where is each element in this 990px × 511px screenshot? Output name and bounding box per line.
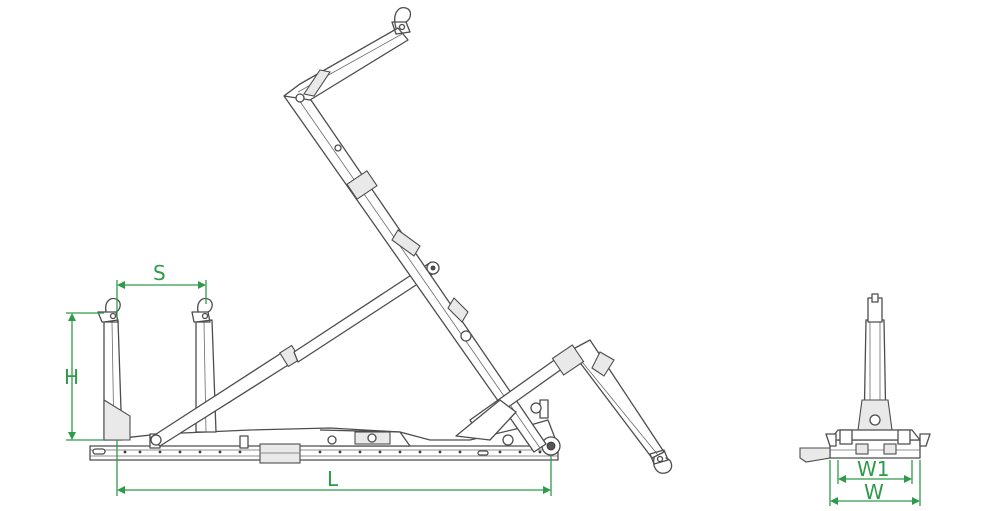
dimension-h: H: [64, 312, 104, 441]
dimension-l-label: L: [327, 467, 339, 491]
lower-arm: [455, 339, 673, 474]
dimension-w1: W1: [837, 457, 913, 484]
raised-arm: [283, 7, 547, 453]
dimension-w1-label: W1: [857, 457, 890, 481]
dimension-s: S: [116, 261, 207, 318]
main-cylinder: [149, 261, 440, 447]
dimension-l: L: [116, 440, 552, 496]
dimension-w-label: W: [864, 480, 884, 504]
side-view: H S L: [64, 7, 673, 496]
dimension-s-label: S: [153, 261, 166, 285]
dimension-h-label: H: [64, 365, 79, 389]
rear-pivot: [539, 399, 561, 456]
dimension-w: W: [829, 460, 921, 506]
base-frame: [89, 419, 559, 464]
hook-post-front: [97, 297, 131, 441]
rear-view: W1 W: [799, 293, 931, 506]
